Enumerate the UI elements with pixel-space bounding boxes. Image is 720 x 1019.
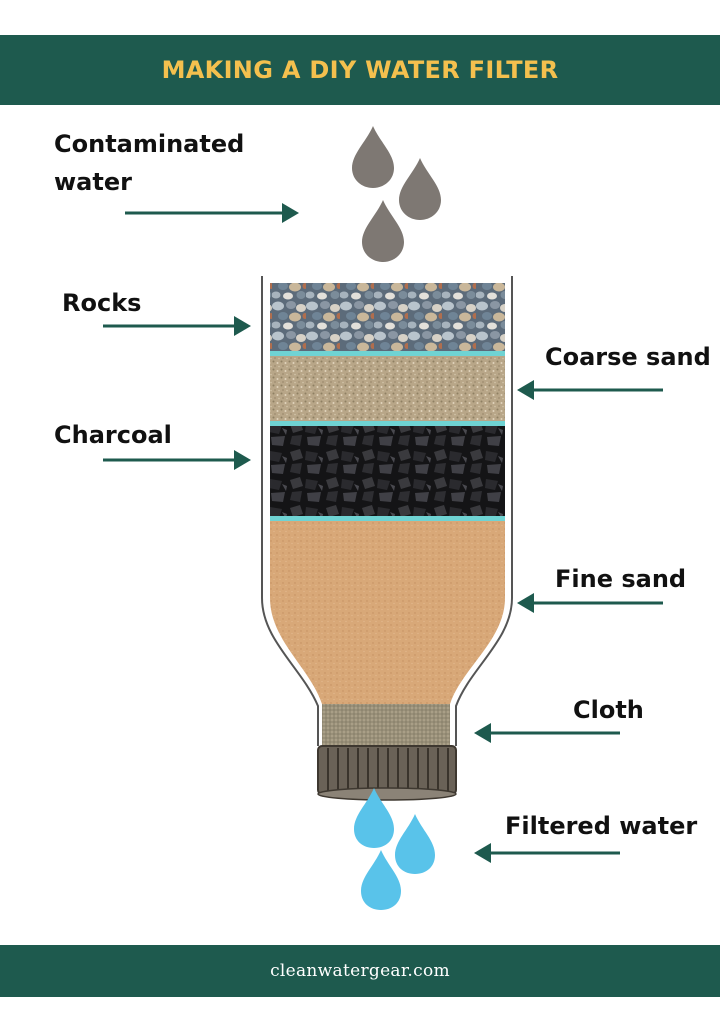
charcoal-layer bbox=[270, 426, 505, 516]
cloth-layer bbox=[322, 704, 450, 750]
page-title: MAKING A DIY WATER FILTER bbox=[161, 56, 559, 84]
arrow-charcoal bbox=[103, 450, 251, 470]
cap-ridges bbox=[327, 748, 449, 792]
cap-rim bbox=[317, 787, 457, 801]
label-coarse-sand: Coarse sand bbox=[545, 343, 711, 371]
arrow-filtered bbox=[474, 843, 620, 863]
footer-banner: cleanwatergear.com bbox=[0, 945, 720, 997]
label-cloth: Cloth bbox=[573, 696, 644, 724]
arrow-cloth bbox=[474, 723, 620, 743]
arrow-fine-sand bbox=[517, 593, 663, 613]
filtered-drop-1 bbox=[354, 788, 394, 848]
label-fine-sand: Fine sand bbox=[555, 565, 687, 593]
rocks-layer bbox=[270, 283, 505, 351]
arrow-coarse-sand bbox=[517, 380, 663, 400]
coarse-sand-layer bbox=[270, 356, 505, 421]
contaminated-drop-2 bbox=[399, 158, 441, 220]
label-filtered-water: Filtered water bbox=[505, 812, 698, 840]
footer-site: cleanwatergear.com bbox=[270, 961, 450, 981]
contaminated-drop-3 bbox=[362, 200, 404, 262]
bottle-outline-left bbox=[261, 276, 319, 746]
label-charcoal: Charcoal bbox=[54, 421, 172, 449]
bottle-outline-right bbox=[455, 276, 513, 746]
label-rocks: Rocks bbox=[62, 289, 142, 317]
arrow-contaminated bbox=[125, 203, 299, 223]
filtered-drop-2 bbox=[395, 814, 435, 874]
layer-divider-1 bbox=[270, 351, 505, 356]
layer-divider-2 bbox=[270, 421, 505, 426]
contaminated-drop-1 bbox=[352, 126, 394, 188]
fine-sand-layer bbox=[270, 521, 505, 704]
layer-divider-3 bbox=[270, 516, 505, 521]
filtered-drop-3 bbox=[361, 850, 401, 910]
title-banner: MAKING A DIY WATER FILTER bbox=[0, 35, 720, 105]
label-contaminated-water: Contaminated water bbox=[54, 130, 245, 196]
arrow-rocks bbox=[103, 316, 251, 336]
